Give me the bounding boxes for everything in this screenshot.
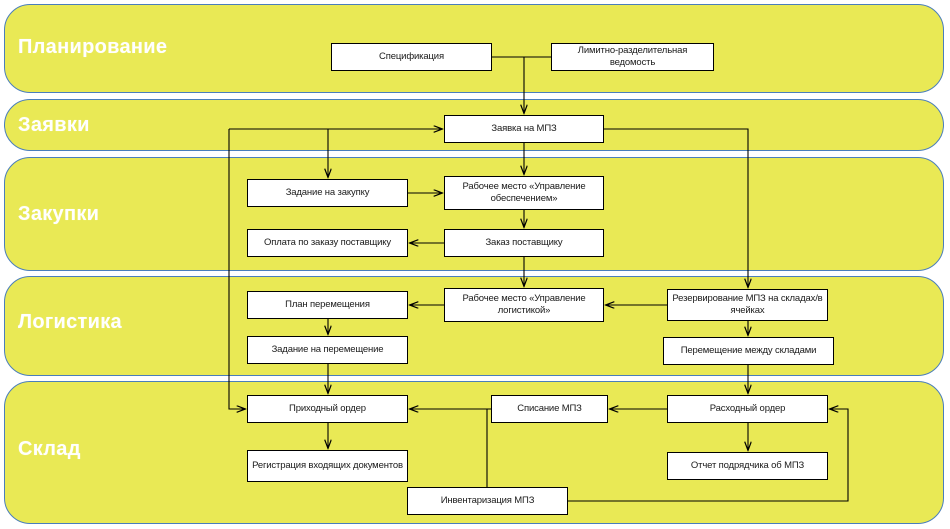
swimlane-label-planning: Планирование bbox=[18, 36, 168, 58]
process-node-move-task[interactable]: Задание на перемещение bbox=[247, 336, 408, 364]
process-node-wp-supply[interactable]: Рабочее место «Управление обеспечением» bbox=[444, 176, 604, 210]
process-node-limit-statement[interactable]: Лимитно-разделительная ведомость bbox=[551, 43, 714, 71]
swimlane-label-purchase: Закупки bbox=[18, 203, 100, 225]
process-node-wp-logistics[interactable]: Рабочее место «Управление логистикой» bbox=[444, 288, 604, 322]
process-node-request-mpz[interactable]: Заявка на МПЗ bbox=[444, 115, 604, 143]
process-node-move-plan[interactable]: План перемещения bbox=[247, 291, 408, 319]
swimlane-label-logistics: Логистика bbox=[18, 311, 122, 333]
process-node-reserve-mpz[interactable]: Резервирование МПЗ на складах/в ячейках bbox=[667, 289, 828, 321]
swimlane-label-warehouse: Склад bbox=[18, 438, 81, 460]
process-node-move-between[interactable]: Перемещение между складами bbox=[663, 337, 834, 365]
process-node-contractor-report[interactable]: Отчет подрядчика об МПЗ bbox=[667, 452, 828, 480]
process-node-writeoff-mpz[interactable]: Списание МПЗ bbox=[491, 395, 608, 423]
process-node-purchase-task[interactable]: Задание на закупку bbox=[247, 179, 408, 207]
process-node-inventory-mpz[interactable]: Инвентаризация МПЗ bbox=[407, 487, 568, 515]
process-node-supplier-order[interactable]: Заказ поставщику bbox=[444, 229, 604, 257]
process-node-specification[interactable]: Спецификация bbox=[331, 43, 492, 71]
swimlane-label-requests: Заявки bbox=[18, 114, 90, 136]
process-node-incoming-docs[interactable]: Регистрация входящих документов bbox=[247, 450, 408, 482]
process-node-supplier-payment[interactable]: Оплата по заказу поставщику bbox=[247, 229, 408, 257]
process-node-issue-order[interactable]: Расходный ордер bbox=[667, 395, 828, 423]
process-node-receipt-order[interactable]: Приходный ордер bbox=[247, 395, 408, 423]
